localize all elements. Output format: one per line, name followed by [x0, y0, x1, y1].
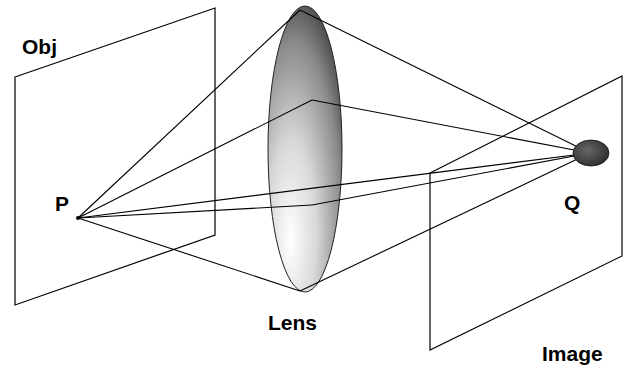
light-rays [78, 10, 590, 291]
plane-label: Obj [22, 36, 57, 57]
image-plane [430, 76, 622, 350]
plane-label: Image [542, 343, 603, 364]
lens-label: Lens [268, 312, 317, 333]
point-label: Q [564, 192, 580, 213]
object-plane [15, 8, 215, 305]
image-spot [573, 140, 609, 166]
lens [268, 6, 342, 292]
point-label: P [55, 193, 69, 214]
object-point [76, 216, 80, 220]
